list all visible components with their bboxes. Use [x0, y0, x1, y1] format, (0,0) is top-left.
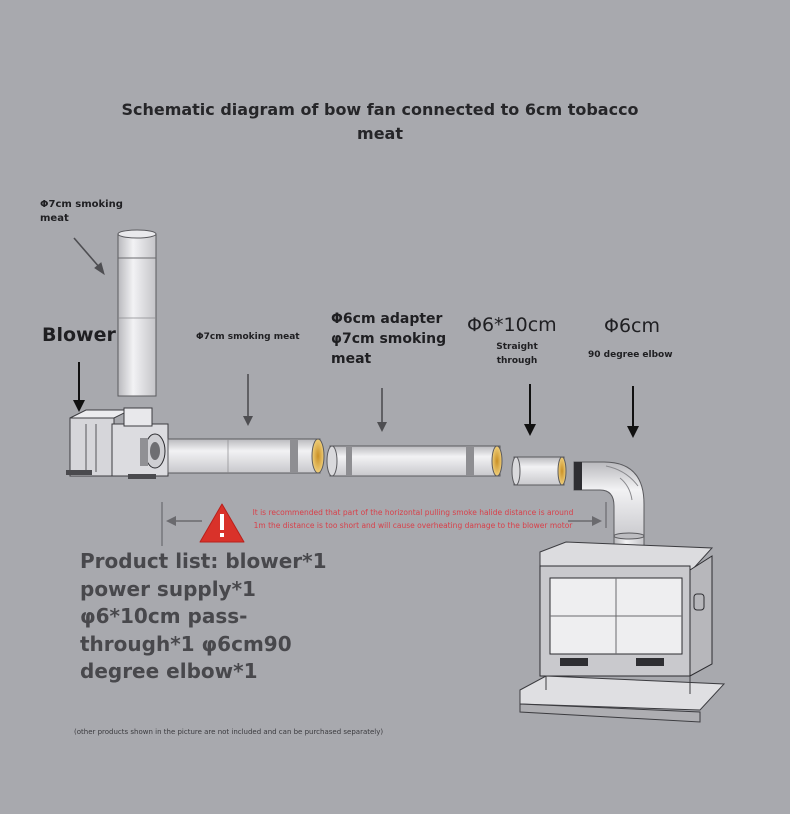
label-vertical-pipe: Φ7cm smoking meat [40, 199, 123, 224]
label-elbow-size: Φ6cm [604, 315, 660, 337]
product-list: Product list: blower*1 power supply*1 φ6… [80, 549, 327, 683]
elbow-arrow [627, 386, 639, 438]
horizontal-pipe-arrow [243, 374, 253, 426]
label-straight-name: Straight through [496, 342, 538, 366]
diagram-title: Schematic diagram of bow fan connected t… [121, 100, 639, 143]
label-elbow-name: 90 degree elbow [588, 350, 673, 360]
straight-pipe [511, 456, 567, 486]
distance-indicator [161, 502, 607, 546]
footnote: (other products shown in the picture are… [74, 728, 384, 736]
label-adapter: Φ6cm adapter φ7cm smoking meat [331, 311, 447, 367]
blower-unit [66, 407, 169, 479]
adapter-pipe [326, 445, 503, 477]
label-straight-size: Φ6*10cm [467, 314, 557, 336]
warning-text: It is recommended that part of the horiz… [252, 508, 574, 530]
label-blower: Blower [42, 324, 116, 346]
warning-icon [199, 503, 245, 543]
horizontal-pipe [167, 438, 325, 474]
label-horizontal-pipe: Φ7cm smoking meat [196, 332, 300, 342]
vertical-pipe [117, 229, 157, 397]
vertical-pipe-arrow [73, 237, 105, 276]
stove [519, 541, 726, 723]
blower-arrow [73, 362, 85, 412]
adapter-arrow [377, 388, 387, 432]
straight-arrow [524, 384, 536, 436]
